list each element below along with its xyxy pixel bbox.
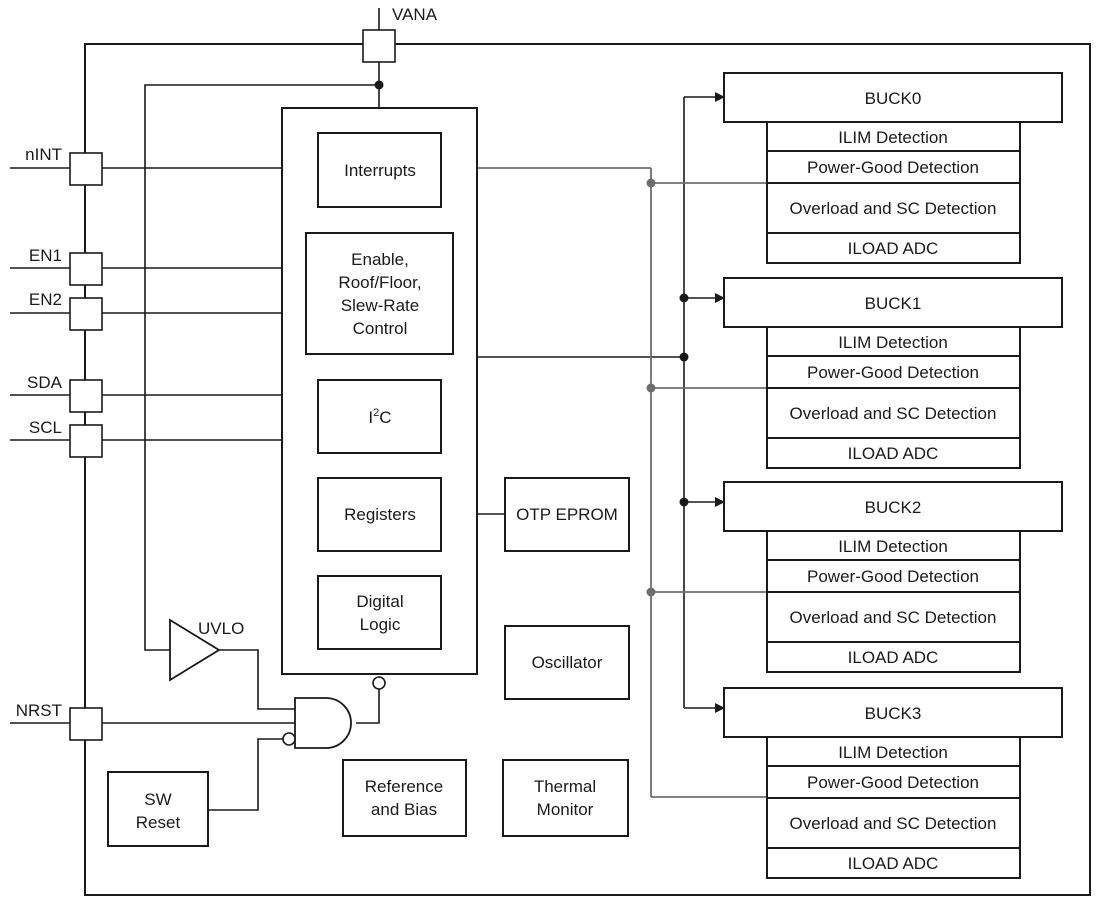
reference-line-2: and Bias <box>371 800 437 819</box>
buck2-title: BUCK2 <box>865 498 922 517</box>
buck0-ilim-row <box>766 121 1021 152</box>
buck1-title: BUCK1 <box>865 294 922 313</box>
buck0-adc-row <box>766 232 1021 264</box>
core-reset-bubble <box>372 676 386 690</box>
buck2-adc-label: ILOAD ADC <box>848 648 939 667</box>
thermal-line-1: Thermal <box>534 777 596 796</box>
buck3-ovl-row <box>766 797 1021 849</box>
buck1-pg-label: Power-Good Detection <box>807 363 979 382</box>
junction-status-1 <box>646 383 656 393</box>
oscillator-block <box>504 625 630 700</box>
digital-logic-line-1: Digital <box>356 592 403 611</box>
junction-bus-1 <box>679 293 689 303</box>
buck1-group: BUCK1 ILIM Detection Power-Good Detectio… <box>723 277 1063 469</box>
i2c-block <box>317 379 442 454</box>
buck1-ovl-label: Overload and SC Detection <box>790 404 997 423</box>
reset-and-gate <box>294 697 352 749</box>
thermal-line-2: Monitor <box>537 800 594 819</box>
en1-pin <box>69 252 103 286</box>
buck1-adc-label: ILOAD ADC <box>848 444 939 463</box>
otp-eprom-block <box>504 477 630 552</box>
registers-label: Registers <box>344 505 416 524</box>
buck0-ovl-row <box>766 182 1021 234</box>
scl-label: SCL <box>29 418 62 437</box>
reference-line-1: Reference <box>365 777 443 796</box>
digital-logic-line-2: Logic <box>360 615 401 634</box>
buck2-adc-row <box>766 641 1021 673</box>
and-inverted-input-bubble <box>282 732 296 746</box>
buck0-ilim-label: ILIM Detection <box>838 128 948 147</box>
enable-line-2: Roof/Floor, <box>338 273 421 292</box>
enable-line-3: Slew-Rate <box>341 296 419 315</box>
buck3-group: BUCK3 ILIM Detection Power-Good Detectio… <box>723 687 1063 879</box>
buck0-pg-label: Power-Good Detection <box>807 158 979 177</box>
vana-pin <box>362 29 396 63</box>
scl-pin <box>69 424 103 458</box>
buck2-ilim-label: ILIM Detection <box>838 537 948 556</box>
buck1-adc-row <box>766 437 1021 469</box>
sw-reset-block <box>107 771 209 847</box>
digital-logic-block <box>317 575 442 650</box>
sda-pin <box>69 379 103 413</box>
sw-reset-line-2: Reset <box>136 813 181 832</box>
uvlo-label: UVLO <box>198 619 244 638</box>
sw-reset-wire <box>208 738 283 811</box>
buck0-title: BUCK0 <box>865 89 922 108</box>
buck2-ovl-label: Overload and SC Detection <box>790 608 997 627</box>
buck2-pg-label: Power-Good Detection <box>807 567 979 586</box>
buck1-ilim-label: ILIM Detection <box>838 333 948 352</box>
enable-line-1: Enable, <box>351 250 409 269</box>
enable-control-block <box>305 232 454 355</box>
junction-bus-main <box>679 352 689 362</box>
en2-pin <box>69 297 103 331</box>
nrst-pin <box>69 707 103 741</box>
buck2-ovl-row <box>766 591 1021 643</box>
junction-vana <box>374 80 384 90</box>
nrst-label: NRST <box>16 701 62 720</box>
buck3-title: BUCK3 <box>865 704 922 723</box>
junction-bus-2 <box>679 497 689 507</box>
nint-label: nINT <box>25 145 62 164</box>
junction-status-0 <box>646 178 656 188</box>
enable-line-4: Control <box>353 319 408 338</box>
and-output-wire <box>356 689 380 724</box>
buck0-pg-row <box>766 150 1021 184</box>
buck0-group: BUCK0 ILIM Detection Power-Good Detectio… <box>723 72 1063 264</box>
sda-label: SDA <box>27 373 63 392</box>
interrupts-label: Interrupts <box>344 161 416 180</box>
buck3-pg-row <box>766 765 1021 799</box>
nint-pin <box>69 152 103 186</box>
buck2-group: BUCK2 ILIM Detection Power-Good Detectio… <box>723 481 1063 673</box>
junction-status-2 <box>646 587 656 597</box>
buck3-adc-label: ILOAD ADC <box>848 854 939 873</box>
sw-reset-line-1: SW <box>144 790 171 809</box>
buck0-ovl-label: Overload and SC Detection <box>790 199 997 218</box>
en2-label: EN2 <box>29 290 62 309</box>
buck3-adc-row <box>766 847 1021 879</box>
buck0-adc-label: ILOAD ADC <box>848 239 939 258</box>
registers-block <box>317 477 442 552</box>
en1-label: EN1 <box>29 246 62 265</box>
interrupts-block <box>317 132 442 208</box>
buck2-pg-row <box>766 559 1021 593</box>
reference-bias-block <box>342 759 467 837</box>
uvlo-buffer <box>169 618 221 682</box>
buck1-ovl-row <box>766 387 1021 439</box>
i2c-label: I2C <box>368 407 391 427</box>
buck3-ilim-row <box>766 736 1021 767</box>
buck3-ilim-label: ILIM Detection <box>838 743 948 762</box>
buck3-pg-label: Power-Good Detection <box>807 773 979 792</box>
buck3-ovl-label: Overload and SC Detection <box>790 814 997 833</box>
otp-eprom-label: OTP EPROM <box>516 505 618 524</box>
buck3-header <box>723 687 1063 738</box>
vana-label: VANA <box>392 5 438 24</box>
uvlo-output-wire <box>219 649 296 710</box>
thermal-monitor-block <box>502 759 629 837</box>
buck0-header <box>723 72 1063 123</box>
oscillator-label: Oscillator <box>532 653 603 672</box>
uvlo-supply-wire <box>144 84 379 651</box>
